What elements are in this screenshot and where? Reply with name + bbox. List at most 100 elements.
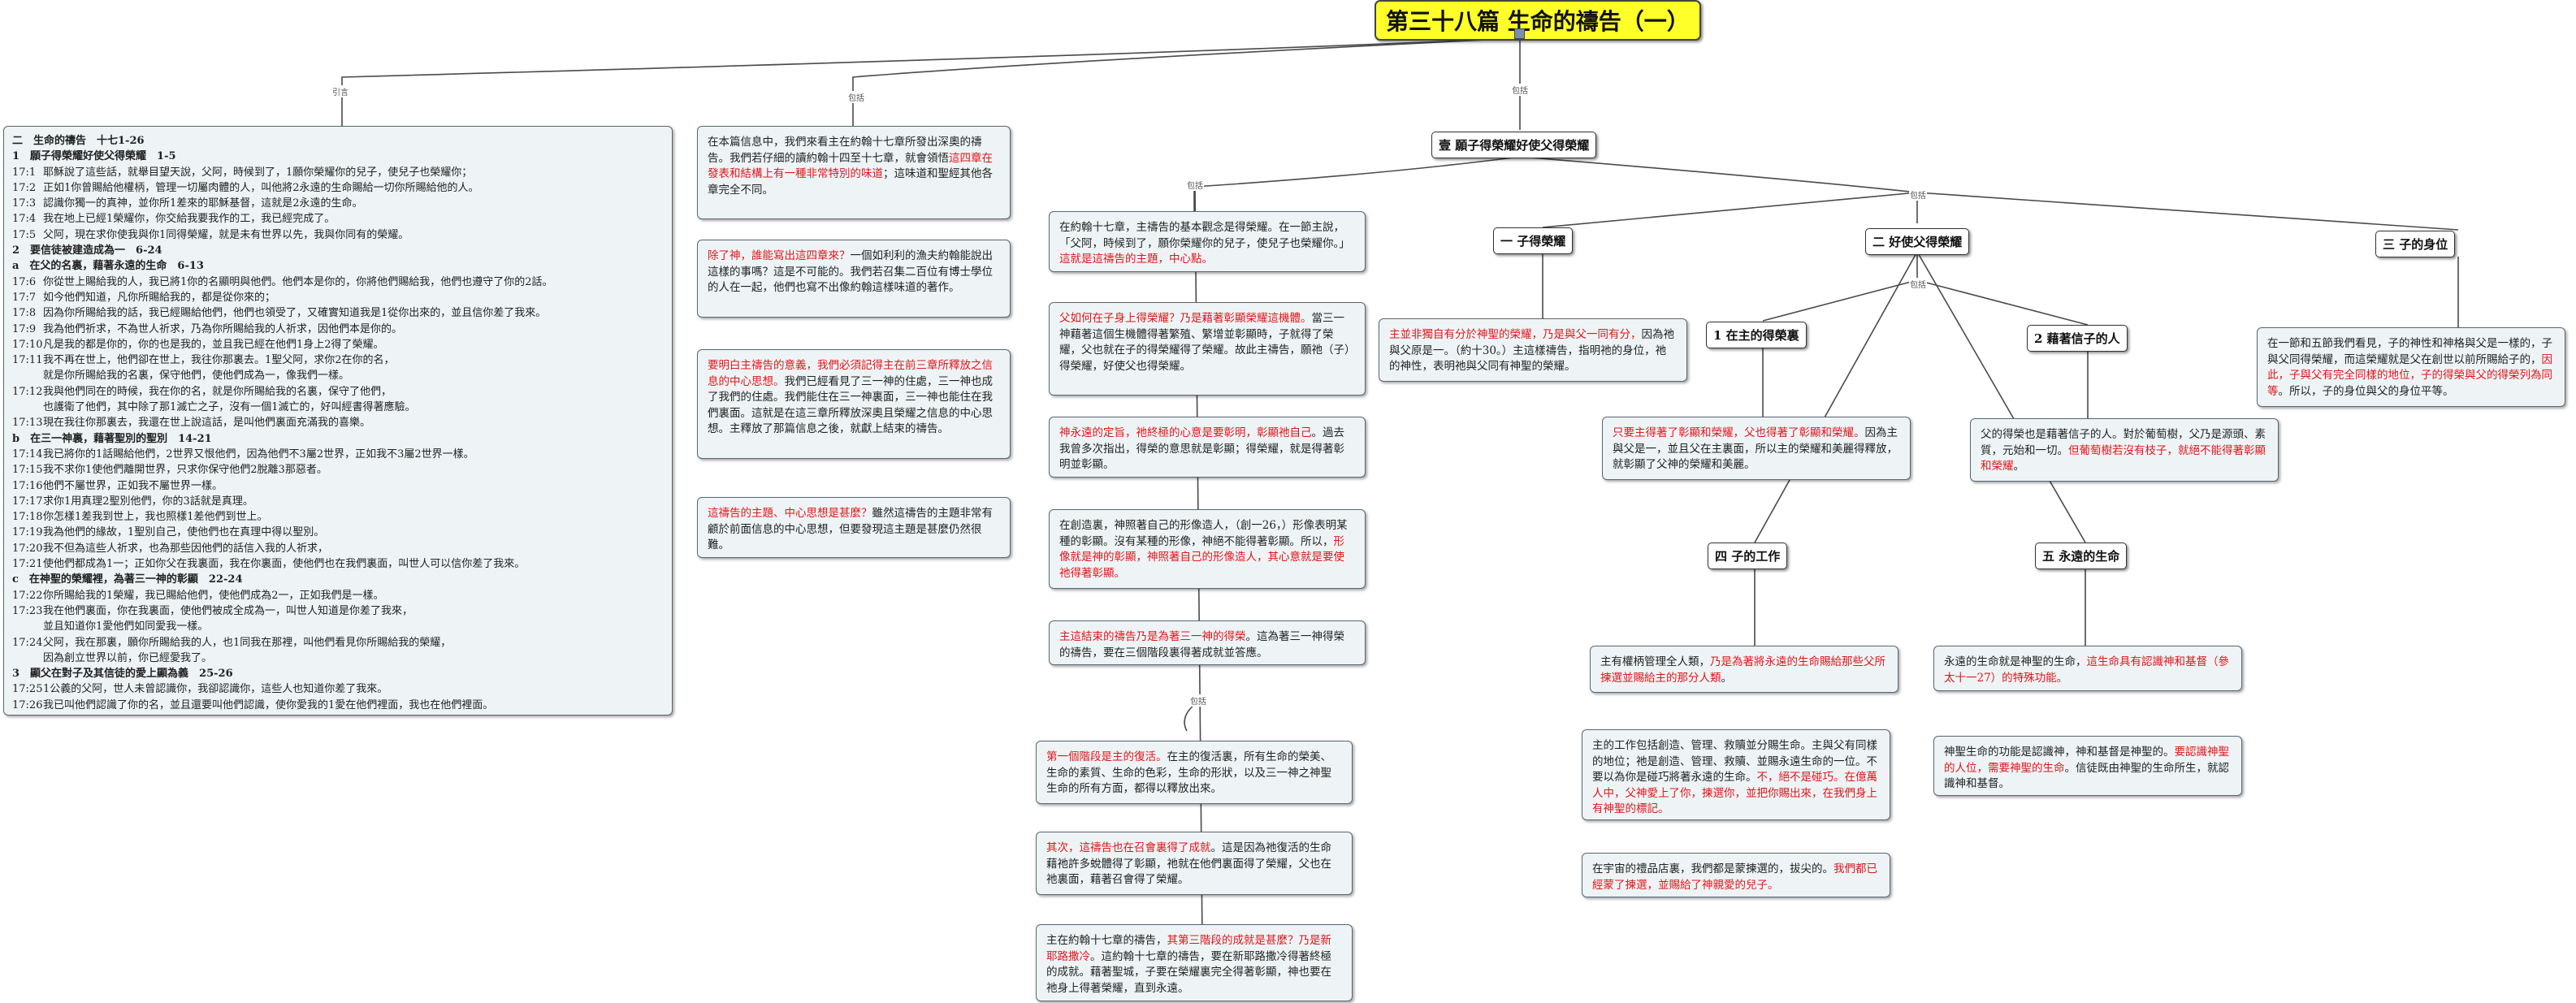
box-xin-zi: 父的得榮也是藉著信子的人。對於葡萄樹，父乃是源頭、素質，元始和一切。但葡萄樹若沒… xyxy=(1970,418,2279,482)
edge-title-intro xyxy=(852,37,1521,126)
page-title: 第三十八篇 生命的禱告（一） xyxy=(1375,0,1701,41)
verse-text: 我不求你1使他們離開世界，只求你保守他們2脫離3那惡者。 xyxy=(43,464,327,477)
box-zi-shenwei: 在一節和五節我們看見，子的神性和神格與父是一樣的，子與父同得榮耀，而這榮耀就是父… xyxy=(2257,327,2565,407)
highlight-text: 除了神，誰能寫出這四章來？ xyxy=(708,249,851,262)
highlight-text: 父如何在子身上得榮耀？乃是藉著彰顯榮耀這機體。 xyxy=(1059,312,1312,325)
highlight-text: 這禱告的主題、中心思想是甚麼？ xyxy=(708,507,872,520)
box-gongzuo-3: 在宇宙的禮品店裏，我們都是蒙揀選的，拔尖的。我們都已經蒙了揀選，並賜給了神親愛的… xyxy=(1582,853,1890,897)
body-text: 主有權柄管理全人類， xyxy=(1600,655,1710,668)
highlight-text: 我們都已經蒙了揀選，並賜給了神親愛的兒子。 xyxy=(1592,862,1877,892)
verse-line: 17:4 我在地上已經1榮耀你，你交給我要我作的工，我已經完成了。 xyxy=(12,211,664,227)
verse-ref: 17:12 xyxy=(12,385,43,398)
body-text: 因為主與父是一，並且父在主裏面，所以主的榮耀和美麗得釋放，就彰顯了父神的榮耀和美… xyxy=(1613,426,1898,471)
verse-ref: 17:4 xyxy=(12,213,37,226)
center-box: 其次，這禱告也在召會裏得了成就。這是因為祂復活的生命藉祂許多蛻體得了彰顯，祂就在… xyxy=(1036,832,1353,895)
verse-line: 17:19我為他們的緣故，1聖別自己，使他們也在真理中得以聖別。 xyxy=(12,525,664,540)
body-text: 一個如利利的漁夫約翰能說出這樣的事嗎？這是不可能的。我們若召集二百位有博士學位的… xyxy=(708,249,993,294)
verse-text: 耶穌說了這些話，就舉目望天說，父阿，時候到了，1願你榮耀你的兒子，使兒子也榮耀你… xyxy=(43,166,473,179)
body-text: 主的工作包括創造、管理、救贖並分賜生命。主與父有同樣的地位；祂是創造、管理、救贖… xyxy=(1592,739,1877,784)
verse-ref: 17:2 xyxy=(12,181,37,194)
body-text: 。信徒既由神聖的生命所生，就認識神和基督。 xyxy=(1944,761,2229,791)
verse-text: 我在地上已經1榮耀你，你交給我要我作的工，我已經完成了。 xyxy=(43,213,336,226)
highlight-text: 這生命具有認識神和基督（參太十一27）的特殊功能。 xyxy=(1944,655,2229,685)
body-text: 在約翰十七章，主禱告的基本觀念是得榮耀。在一節主說，「父阿，時候到了，願你榮耀你… xyxy=(1059,221,1350,250)
outline-section-heading: 3 顯父在對子及其信徒的愛上顯為義 25-26 xyxy=(12,668,233,681)
verse-text: 現在我往你那裏去，我還在世上說這話，是叫他們裏面充滿我的喜樂。 xyxy=(43,417,371,430)
body-text: 雖然這禱告的主題非常有顧於前面信息的中心思想，但要發現這主題是甚麼仍然很難。 xyxy=(708,507,993,551)
center-box: 第一個階段是主的復活。在主的復活裏，所有生命的榮美、生命的素質、生命的色彩，生命… xyxy=(1036,741,1353,804)
edge-label-include: 包括 xyxy=(1186,179,1204,191)
verse-text: 我為他們的緣故，1聖別自己，使他們也在真理中得以聖別。 xyxy=(43,526,325,539)
edge-h1-right xyxy=(1519,156,1918,223)
highlight-text: 第一個階段是主的復活。 xyxy=(1046,750,1167,763)
heading-a: 1 在主的得榮裏 xyxy=(1706,322,1807,348)
heading-san: 三 子的身位 xyxy=(2375,231,2456,257)
center-box: 主這結束的禱告乃是為著三一神的得榮。這為著三一神得榮的禱告，要在三個階段裏得著成… xyxy=(1049,620,1366,665)
box-gongzuo-1: 主有權柄管理全人類，乃是為著將永遠的生命賜給那些父所揀選並賜給主的那分人類。 xyxy=(1590,646,1898,693)
verse-ref: 17:21 xyxy=(12,558,43,571)
verse-line: 17:22你所賜給我的1榮耀，我已賜給他們，使他們成為2一，正如我們是一樣。 xyxy=(12,588,664,603)
body-text: 。 xyxy=(2013,460,2025,473)
verse-line: 就是你所賜給我的名裏，保守他們，使他們成為一，像我們一樣。 xyxy=(12,368,664,383)
outline-section-heading: c 在神聖的榮耀裡，為著三一神的彰顯 22-24 xyxy=(12,573,243,586)
note-box: 要明白主禱告的意義，我們必須記得主在前三章所釋放之信息的中心思想。我們已經看見了… xyxy=(697,349,1011,459)
body-text: 當三一神藉著這個生機體得著繁殖、繁增並彰顯時，子就得了榮耀，父也就在子的得榮耀得… xyxy=(1059,312,1350,373)
verse-text: 如今他們知道，凡你所賜給我的，都是從你來的； xyxy=(43,291,276,304)
verse-text: 1公義的父阿，世人未曾認識你，我卻認識你，這些人也知道你差了我來。 xyxy=(43,683,388,696)
verse-line: 17:1 耶穌說了這些話，就舉目望天說，父阿，時候到了，1願你榮耀你的兒子，使兒子… xyxy=(12,165,664,180)
verse-text: 使他們都成為1一；正如你父在我裏面，我在你裏面，使他們也在我們裏面，叫世人可以信… xyxy=(43,558,526,571)
body-text: 在一節和五節我們看見，子的神性和神格與父是一樣的，子與父同得榮耀，而這榮耀就是父… xyxy=(2267,337,2552,366)
outline-section-heading: b 在三一神裏，藉著聖別的聖別 14-21 xyxy=(12,432,212,445)
verse-ref: 17:25 xyxy=(12,683,43,696)
verse-line: 17:12我與他們同在的時候，我在你的名，就是你所賜給我的名裏，保守了他們， xyxy=(12,384,664,400)
center-box: 在約翰十七章，主禱告的基本觀念是得榮耀。在一節主說，「父阿，時候到了，願你榮耀你… xyxy=(1049,211,1366,272)
verse-ref: 17:9 xyxy=(12,322,37,335)
heading-si: 四 子的工作 xyxy=(1708,543,1788,569)
verse-line: 17:251公義的父阿，世人未曾認識你，我卻認識你，這些人也知道你差了我來。 xyxy=(12,681,664,697)
verse-ref: 17:10 xyxy=(12,338,43,351)
box-yongyuan-1: 永遠的生命就是神聖的生命，這生命具有認識神和基督（參太十一27）的特殊功能。 xyxy=(1933,646,2242,691)
verse-text: 你所賜給我的1榮耀，我已賜給他們，使他們成為2一，正如我們是一樣。 xyxy=(43,589,384,602)
verse-line: 17:17求你1用真理2聖別他們，你的3話就是真理。 xyxy=(12,494,664,509)
verse-line: 17:14我已將你的1話賜給他們，2世界又恨他們，因為他們不3屬2世界，正如我不… xyxy=(12,447,664,462)
center-box: 神永遠的定旨，祂終極的心意是要彰明，彰顯祂自己。過去我曾多次指出，得榮的意思就是… xyxy=(1049,417,1366,478)
outline-section-heading: 2 要信徒被建造成為一 6-24 xyxy=(12,244,162,257)
verse-text: 他們不屬世界，正如我不屬世界一樣。 xyxy=(43,479,223,492)
highlight-text: 因此，子與父有完全同樣的地位，子的得榮與父的得榮列為同等 xyxy=(2267,352,2552,398)
verse-ref: 17:5 xyxy=(12,228,37,241)
highlight-text: 其次，這禱告也在召會裏得了成就 xyxy=(1046,841,1211,854)
box-yongyuan-2: 神聖生命的功能是認識神，神和基督是神聖的。要認識神聖的人位，需要神聖的生命。信徒… xyxy=(1933,736,2242,796)
highlight-text: 這就是這禱告的主題，中心點。 xyxy=(1059,253,1213,266)
verse-ref: 17:1 xyxy=(12,166,37,179)
body-text: 父的得榮也是藉著信子的人。對於葡萄樹，父乃是源頭、素質，元始和一切。 xyxy=(1981,428,2266,457)
verse-line: 17:21使他們都成為1一；正如你父在我裏面，我在你裏面，使他們也在我們裏面，叫… xyxy=(12,556,664,572)
verse-ref: 17:20 xyxy=(12,542,43,555)
verse-text: 因為創立世界以前，你已經愛我了。 xyxy=(43,651,213,664)
verse-text: 並且知道你1愛他們如同愛我一樣。 xyxy=(43,620,209,633)
edge-label-include: 包括 xyxy=(1909,278,1927,290)
highlight-text: 這四章在發表和結構上有一種非常特別的味道 xyxy=(708,151,993,181)
body-text: 。這約翰十七章的禱告，要在新耶路撒冷得著終極的成就。藉著聖城，子要在榮耀裏完全得… xyxy=(1046,949,1331,995)
verse-text: 也護衛了他們，其中除了那1滅亡之子，沒有一個1滅亡的，好叫經書得著應驗。 xyxy=(43,401,416,414)
verse-ref: 17:19 xyxy=(12,526,43,539)
edge-to-san xyxy=(1916,192,2459,231)
highlight-text: 要明白主禱告的意義，我們必須記得主在前三章所釋放之信息的中心思想。 xyxy=(708,359,993,388)
verse-text: 正如1你曾賜給他權柄，管理一切屬肉體的人，叫他將2永遠的生命賜給一切你所賜給他的… xyxy=(43,181,479,194)
verse-ref: 17:11 xyxy=(12,354,43,367)
verse-text: 我為他們祈求，不為世人祈求，乃為你所賜給我的人祈求，因他們本是你的。 xyxy=(43,322,403,335)
center-box: 在創造裏，神照著自己的形像造人，（創一26，）形像表明某種的彰顯。沒有某種的形像… xyxy=(1049,509,1366,589)
highlight-text: 但葡萄樹若沒有枝子，就絕不能得著彰顯和榮耀 xyxy=(1981,443,2266,473)
body-text: 因為祂與父原是一。（約十30。）主這樣禱告，指明祂的身位，祂的神性，表明祂與父同… xyxy=(1389,328,1674,373)
box-zhu-de-rong: 只要主得著了彰顯和榮耀，父也得著了彰顯和榮耀。因為主與父是一，並且父在主裏面，所… xyxy=(1602,417,1911,480)
verse-ref: 17:7 xyxy=(12,291,37,304)
heading-yi: 一 子得榮耀 xyxy=(1493,227,1574,254)
body-text: 。所以，子的身位與父的身位平等。 xyxy=(2278,384,2454,398)
verse-line: 17:24父阿，我在那裏，願你所賜給我的人，也1同我在那裡，叫他們看見你所賜給我… xyxy=(12,635,664,651)
verse-line: 17:2 正如1你曾賜給他權柄，管理一切屬肉體的人，叫他將2永遠的生命賜給一切你所… xyxy=(12,180,664,196)
edge-label-include: 包括 xyxy=(1511,84,1529,96)
outline-section-heading: a 在父的名裏，藉著永遠的生命 6-13 xyxy=(12,260,204,273)
verse-line: 17:18你怎樣1差我到世上，我也照樣1差他們到世上。 xyxy=(12,509,664,525)
